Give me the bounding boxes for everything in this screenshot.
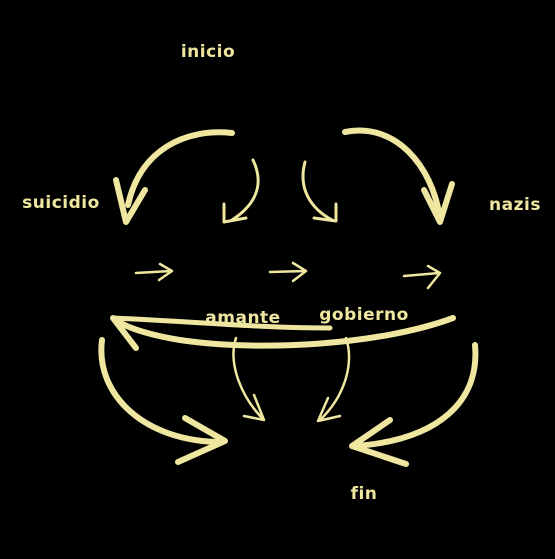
arrow-nazis-suicidio: [110, 315, 456, 351]
arrow-straight-2: [268, 261, 308, 283]
arrow-gobierno-fin: [316, 336, 351, 423]
arrow-suicidio-fin: [98, 337, 228, 465]
node-inicio: inicio: [180, 42, 236, 62]
node-suicidio: suicidio: [22, 193, 100, 213]
arrow-amante-fin: [232, 336, 266, 422]
node-nazis: nazis: [489, 195, 541, 215]
arrow-straight-1: [134, 262, 174, 282]
node-fin: fin: [350, 484, 378, 504]
node-amante: amante: [205, 308, 281, 328]
arrow-inicio-gobierno: [301, 160, 338, 223]
arrow-straight-3: [402, 264, 442, 290]
arrow-nazis-fin: [349, 342, 479, 467]
arrow-inicio-suicidio: [113, 129, 235, 225]
arrow-inicio-amante: [222, 158, 260, 224]
node-gobierno: gobierno: [319, 305, 409, 325]
arrow-inicio-nazis: [342, 127, 455, 225]
